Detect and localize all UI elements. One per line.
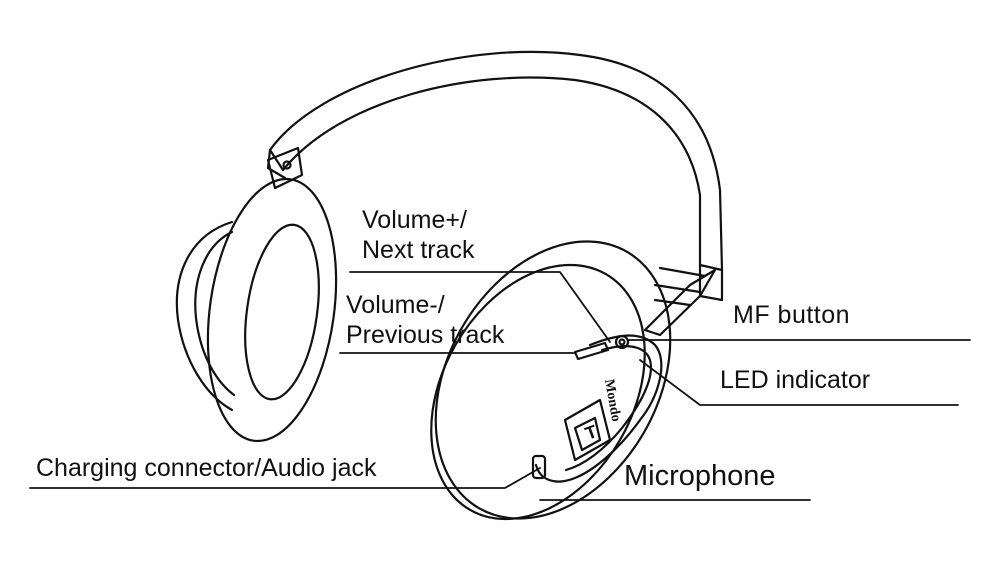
- mf-button-label: MF button: [733, 301, 851, 329]
- microphone-label: Microphone: [624, 460, 776, 492]
- right-hinge: [643, 266, 717, 337]
- right-ear-cup: [430, 240, 672, 521]
- volume-up-line2: Next track: [362, 236, 475, 264]
- left-hinge: [266, 146, 304, 190]
- headband: [266, 50, 724, 302]
- led-indicator-label: LED indicator: [720, 366, 871, 394]
- leader-lines: [29, 271, 971, 501]
- volume-up-line1: Volume+/: [362, 206, 467, 234]
- volume-down-line2: Previous track: [346, 321, 505, 349]
- volume-up-label: Volume+/ Next track: [362, 205, 475, 265]
- charging-connector-label: Charging connector/Audio jack: [36, 454, 377, 482]
- left-ear-cup: [175, 177, 338, 443]
- brand-wordmark: Mondo: [601, 378, 623, 423]
- volume-down-label: Volume-/ Previous track: [346, 290, 504, 350]
- volume-down-line1: Volume-/: [346, 291, 445, 319]
- logo-plate: [563, 398, 612, 462]
- control-buttons: [573, 334, 630, 361]
- charging-port: [531, 454, 547, 480]
